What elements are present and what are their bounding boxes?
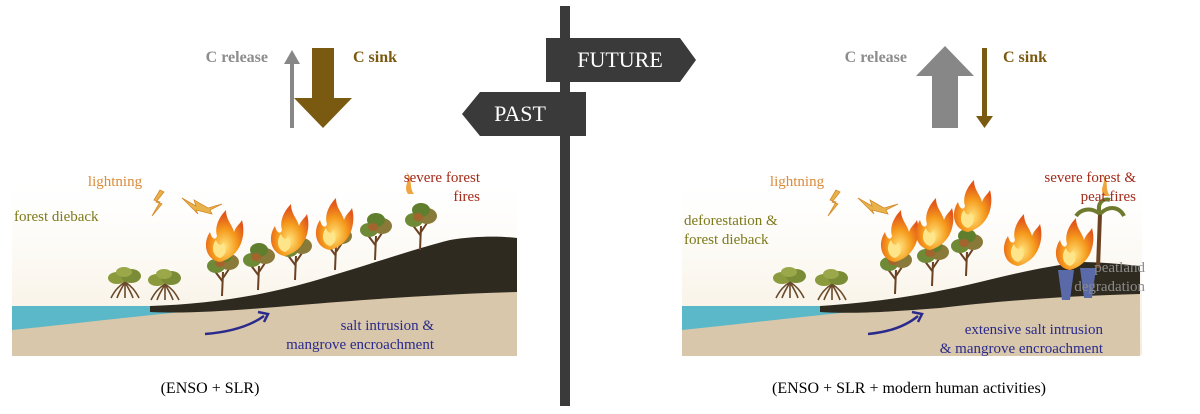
future-label: FUTURE: [577, 47, 663, 72]
past-c-sink-arrow: [294, 48, 352, 128]
future-dieback-label-line2: forest dieback: [684, 232, 769, 248]
past-intrusion-arrowhead: [257, 310, 270, 323]
past-salt-label-line2: mangrove encroachment: [286, 337, 435, 353]
past-fires-label-line1: severe forest: [404, 170, 481, 186]
future-lightning-label: lightning: [770, 174, 825, 190]
future-panel: C release C sink lightning: [682, 46, 1145, 397]
past-caption: (ENSO + SLR): [161, 380, 260, 397]
past-c-release-arrow: [284, 50, 300, 128]
future-peat-pit-2: [1080, 268, 1096, 298]
future-c-sink-arrow: [976, 48, 993, 128]
past-c-release-label: C release: [206, 49, 268, 66]
future-intrusion-arrowhead: [911, 310, 924, 323]
future-salt-label-line2: & mangrove encroachment: [940, 341, 1104, 357]
future-caption: (ENSO + SLR + modern human activities): [772, 380, 1046, 397]
future-c-release-label: C release: [845, 49, 907, 66]
past-smoke-plume: [406, 172, 414, 194]
past-sign: [462, 92, 586, 136]
future-peatland-label-line2: degradation: [1074, 279, 1145, 295]
future-intrusion-arrow: [867, 315, 919, 336]
past-lightning-label: lightning: [88, 174, 143, 190]
future-salt-label-line1: extensive salt intrusion: [965, 322, 1104, 338]
future-fires-label-line1: severe forest &: [1044, 170, 1136, 186]
signpost: FUTURE PAST: [462, 6, 696, 406]
past-salt-label-line1: salt intrusion &: [341, 318, 435, 334]
past-intrusion-arrow: [204, 314, 265, 336]
past-fires-label-line2: fires: [453, 189, 480, 205]
future-c-sink-label: C sink: [1003, 49, 1047, 66]
future-palm-trunk: [1096, 213, 1102, 269]
signpost-pole: [560, 6, 570, 406]
future-fires-label-line2: peat fires: [1081, 189, 1137, 205]
future-peatland-label-line1: peatland: [1094, 260, 1145, 276]
future-peat-pit-1: [1058, 270, 1074, 300]
past-panel: C release C sink lightning severe forest…: [12, 48, 517, 397]
future-sand: [682, 290, 1140, 356]
future-dieback-label-line1: deforestation &: [684, 213, 778, 229]
future-palm-fronds: [1074, 197, 1126, 218]
future-c-release-arrow: [916, 46, 974, 128]
past-c-sink-label: C sink: [353, 49, 397, 66]
past-soil: [150, 236, 517, 313]
past-dieback-label: forest dieback: [14, 209, 99, 225]
past-label: PAST: [494, 101, 546, 126]
future-sign: [546, 38, 696, 82]
future-smoke-plume: [1102, 174, 1110, 196]
